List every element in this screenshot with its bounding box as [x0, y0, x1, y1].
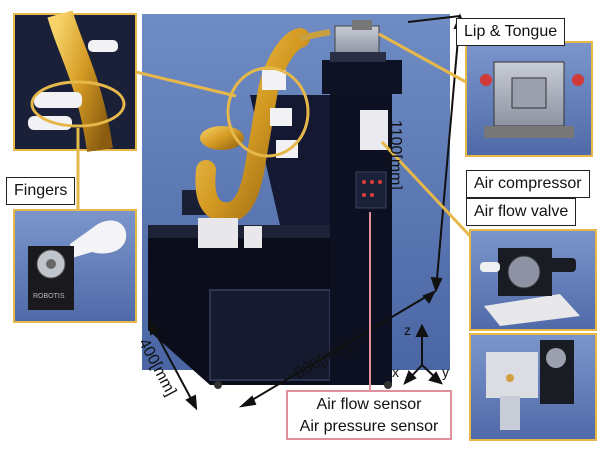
fingers-closeup-inset	[13, 10, 137, 152]
lip-tongue-label: Lip & Tongue	[456, 18, 566, 46]
fingers-label: Fingers	[6, 177, 76, 205]
sensor-inset	[469, 333, 597, 441]
servo-brand-text: ROBOTIS	[33, 293, 65, 300]
air-compressor-label: Air compressor	[466, 170, 590, 198]
height-dimension-label: 1100[mm]	[387, 120, 404, 190]
servo-inset: ROBOTIS	[13, 209, 137, 323]
axis-x-label: x	[392, 364, 399, 380]
dimension-lines	[148, 13, 466, 411]
lip-mechanism	[330, 20, 386, 62]
lip-tongue-inset	[465, 41, 593, 157]
callout-lines	[76, 32, 472, 238]
axis-z-label: z	[404, 322, 411, 338]
air-pressure-sensor-label: Air pressure sensor	[299, 418, 439, 435]
axis-indicator	[403, 323, 443, 386]
air-valve-inset	[469, 229, 597, 331]
air-flow-sensor-label: Air flow sensor	[316, 396, 422, 413]
saxophone	[195, 28, 331, 248]
sensor-label-box: Air flow sensor Air pressure sensor	[286, 390, 452, 440]
axis-y-label: y	[442, 364, 449, 380]
air-flow-valve-label: Air flow valve	[466, 198, 577, 226]
